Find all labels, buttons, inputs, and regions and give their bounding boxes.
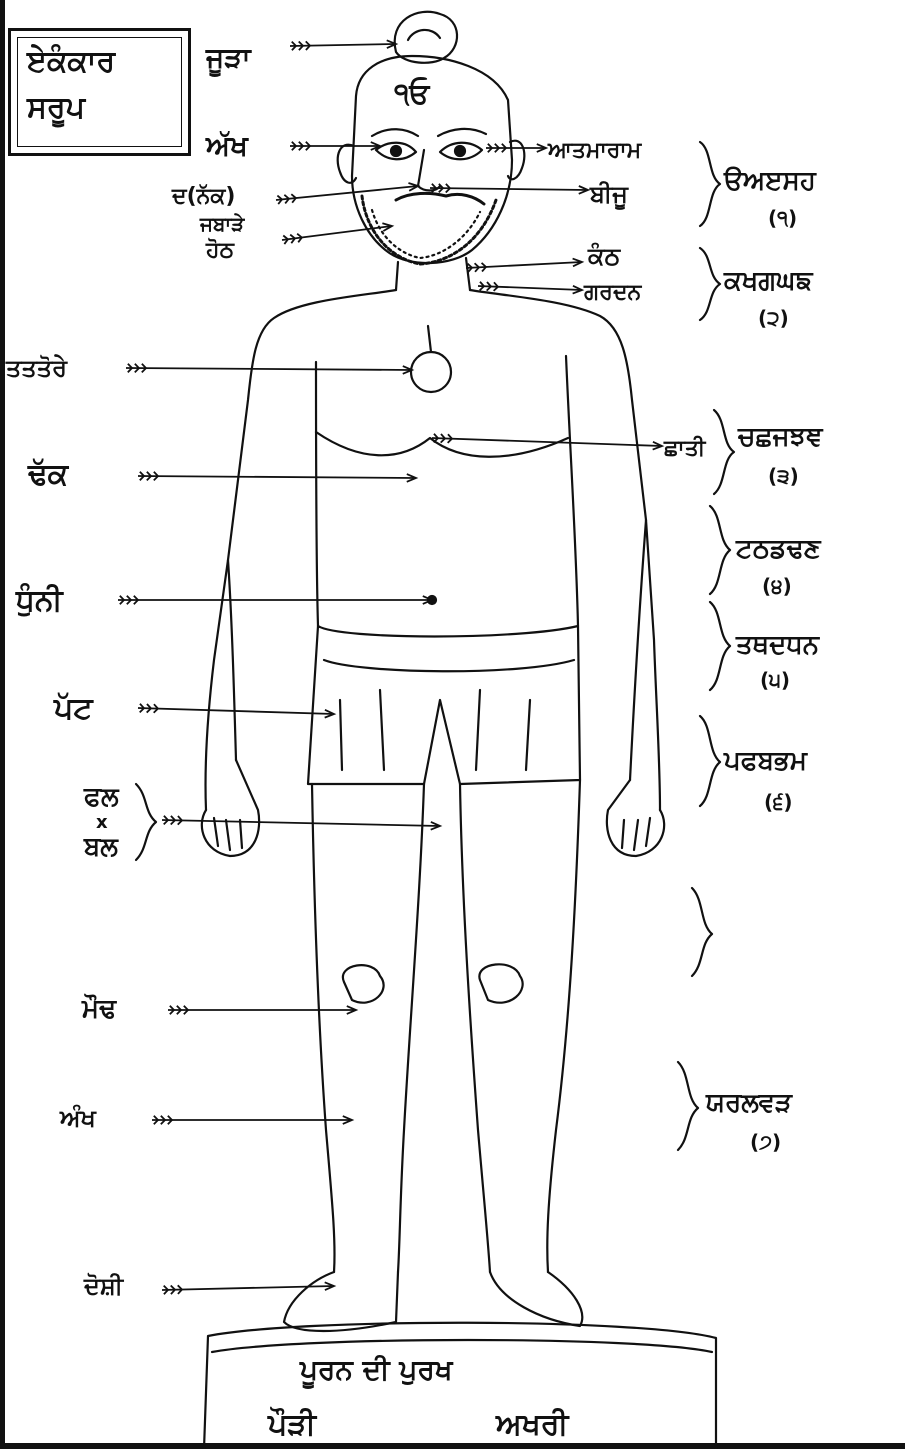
group-3-letters: ਚਛਜਝਞ [738,424,823,450]
group-4-number: (੪) [762,574,792,598]
group-6-letters: ਪਫਬਭਮ [724,748,807,774]
brace-2 [700,248,720,320]
arrow-ankh [152,1116,352,1125]
arrow-tattore [126,364,412,374]
brace-7 [692,888,712,976]
group-8-letters: ਯਰਲਵੜ [706,1090,792,1116]
right-foot [490,1272,582,1326]
arrow-kanth [466,259,582,273]
base-left-text: ਪੌੜੀ [268,1410,316,1440]
brace-1 [700,142,720,226]
arrow-patt [138,704,334,718]
group-1-number: (੧) [768,206,797,230]
label-atma-ram: ਆਤਮਾਰਾਮ [548,140,641,162]
label-dhunni: ਧੁੰਨੀ [16,586,63,616]
group-8-number: (੭) [750,1130,781,1154]
label-tattore: ਤਤਤੋਰੇ [6,356,67,380]
base-right-text: ਅਖਰੀ [496,1410,568,1440]
group-6-number: (੬) [764,790,792,814]
brace-4 [710,506,730,594]
arrow-dhauri [162,1282,334,1294]
label-honth: ਹੋਠ [206,240,234,262]
arrow-akh [290,142,380,151]
label-bal: ਬਲ [84,834,118,860]
brace-3 [714,410,734,494]
hair-bun [395,12,457,63]
label-gardan: ਗਰਦਨ [584,282,641,304]
label-jura: ਜੂੜਾ [206,44,251,72]
label-nak: ਦ(ਨੱਕ) [172,186,235,208]
brace-5 [710,602,730,690]
left-leg [312,784,335,1272]
arrow-gardan [478,282,582,294]
brace-fal-bal [136,784,156,860]
group-3-number: (੩) [768,464,799,488]
label-jabade: ਜਬਾੜੇ [200,214,244,234]
label-ankh: ਅੰਖ [60,1106,96,1130]
label-maudh: ਮੌਢ [82,996,116,1022]
group-2-letters: ਕਖਗਘਙ [724,268,813,294]
arrow-jura [290,40,396,50]
group-5-number: (੫) [760,668,790,692]
chest-pendant [411,352,451,392]
label-patt: ਪੱਟ [54,694,93,724]
right-leg [460,784,490,1272]
brace-8 [678,1062,698,1150]
left-knee [343,965,384,1003]
label-chhati: ਛਾਤੀ [664,438,705,460]
left-foot [284,1272,398,1331]
base-top-text: ਪੂਰਨ ਦੀ ਪੁਰਖ [300,1356,453,1384]
label-x: x [96,814,108,832]
left-hand [202,760,259,856]
arrow-maudh [168,1006,356,1015]
label-dhakk: ਢੱਕ [28,460,68,490]
beard [362,196,496,264]
shorts [308,626,580,784]
group-4-letters: ਟਠਡਢਣ [736,536,821,562]
moustache [396,193,484,204]
label-kanth: ਕੰਠ [588,244,620,268]
arrow-atma-ram [486,144,546,153]
brace-6 [700,716,720,806]
group-2-number: (੨) [758,306,789,330]
label-fal: ਫਲ [84,784,119,810]
head-mark: ੧ਓ [394,80,429,108]
arrow-dhunni [118,596,432,605]
label-dhauri: ਦੋਸ਼ੀ [84,1274,123,1298]
group-5-letters: ਤਥਦਧਨ [736,632,819,658]
label-bij: ਬੀਜੂ [590,182,628,206]
arrow-dhakk [138,472,416,482]
label-akh: ਅੱਖ [206,132,248,160]
group-1-letters: ੳਅੲਸਹ [724,168,816,194]
